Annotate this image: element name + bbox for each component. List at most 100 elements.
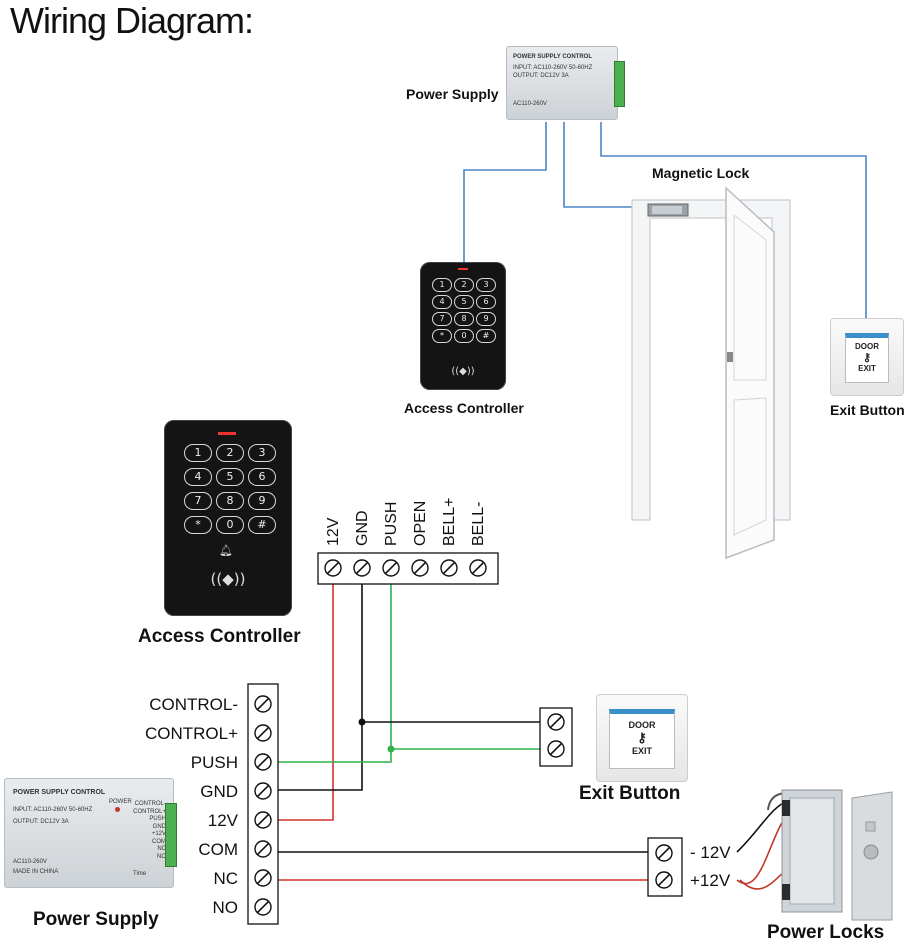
psu-output-text: OUTPUT: DC12V 3A <box>13 819 69 825</box>
psu-ac-text: AC110-260V <box>513 101 547 107</box>
psu-head-text: POWER SUPPLY CONTROL <box>13 789 106 796</box>
psu-terminal-label: NC <box>213 869 238 888</box>
door-leaf <box>725 186 775 560</box>
psu-screw-terminal <box>254 724 272 742</box>
top-keypad-key: 0 <box>454 329 474 343</box>
psu-mini-terminal-text: +12V <box>151 831 166 837</box>
top-keypad-key: * <box>432 329 452 343</box>
exit-screw-terminal <box>547 740 565 758</box>
controller-screw-terminal <box>382 559 400 577</box>
power-led <box>115 807 120 812</box>
top-keypad-key: 4 <box>432 295 452 309</box>
psu-mini-terminal-text: CONTROL+ <box>133 808 166 815</box>
top-keypad-key: 9 <box>476 312 496 326</box>
psu-screw-terminal <box>254 695 272 713</box>
top-power-supply-image: POWER SUPPLY CONTROL INPUT: AC110-260V 5… <box>506 46 625 120</box>
psu-mini-terminal-text: NC <box>157 846 166 852</box>
keypad-key: 5 <box>216 468 244 486</box>
controller-terminal-label: PUSH <box>383 501 400 546</box>
controller-screw-terminal <box>324 559 342 577</box>
top-keypad-key: 1 <box>432 278 452 292</box>
controller-terminal-label: OPEN <box>412 500 429 546</box>
exit-button-label: Exit Button <box>579 783 681 804</box>
bell-icon: 🔔︎ <box>219 545 233 557</box>
keypad-key: 7 <box>184 492 212 510</box>
psu-input-text: INPUT: AC110-260V 50-60HZ <box>13 807 93 813</box>
top-exit-button-label: Exit Button <box>830 402 905 418</box>
exit-line2-text: EXIT <box>631 746 652 756</box>
top-exit-button-image: DOOR ⚷ EXIT <box>830 318 904 396</box>
keypad-key: 9 <box>248 492 276 510</box>
controller-screw-terminal <box>469 559 487 577</box>
psu-green-terminal <box>614 61 625 107</box>
controller-terminal-label: GND <box>354 510 371 546</box>
lock-screw-terminal <box>655 844 673 862</box>
psu-screw-terminal <box>254 898 272 916</box>
top-power-supply-label: Power Supply <box>406 86 499 102</box>
top-keypad-key: # <box>476 329 496 343</box>
psu-terminal-label: GND <box>200 782 238 801</box>
psu-head-text: POWER SUPPLY CONTROL <box>513 54 593 60</box>
access-controller-label: Access Controller <box>138 626 301 647</box>
status-led <box>458 268 468 270</box>
lock-minus-12v-label: - 12V <box>690 843 731 862</box>
top-keypad-key: 6 <box>476 295 496 309</box>
keypad-key: # <box>248 516 276 534</box>
top-exit-plate: DOOR ⚷ EXIT <box>845 333 889 383</box>
psu-output-text: OUTPUT: DC12V 3A <box>513 73 569 79</box>
top-wires <box>463 122 867 318</box>
exit-plate: DOOR ⚷ EXIT <box>609 709 675 769</box>
top-keypad-key: 2 <box>454 278 474 292</box>
psu-mini-terminal-text: CONTROL- <box>134 801 166 807</box>
psu-screw-terminal <box>254 811 272 829</box>
rfid-icon: ((◆)) <box>210 570 246 588</box>
controller-screw-terminal <box>411 559 429 577</box>
controller-terminal-label: BELL+ <box>441 497 458 546</box>
power-supply-label: Power Supply <box>33 909 159 930</box>
psu-terminal-label: 12V <box>207 811 238 830</box>
psu-terminal-block <box>247 683 279 925</box>
top-keypad-key: 3 <box>476 278 496 292</box>
psu-mini-terminal-text: NO <box>157 853 166 860</box>
exit-line1-text: DOOR <box>628 720 656 730</box>
keypad-key: 3 <box>248 444 276 462</box>
psu-ac-text: AC110-260V <box>13 859 47 865</box>
lock-screw-terminal <box>655 871 673 889</box>
psu-terminal-label: CONTROL- <box>149 695 238 714</box>
power-supply-image: POWER SUPPLY CONTROL INPUT: AC110-260V 5… <box>4 778 177 888</box>
psu-screw-terminal <box>254 840 272 858</box>
top-keypad-key: 8 <box>454 312 474 326</box>
keypad-key: 0 <box>216 516 244 534</box>
page-title: Wiring Diagram: <box>10 0 254 41</box>
keypad-key: 8 <box>216 492 244 510</box>
psu-power-text: POWER <box>109 799 132 805</box>
keypad-key: 4 <box>184 468 212 486</box>
controller-screw-terminal <box>440 559 458 577</box>
exit-screw-terminal <box>547 713 565 731</box>
psu-mini-terminal-text: PUSH <box>149 816 166 822</box>
psu-made-text: MADE IN CHINA <box>13 869 59 875</box>
psu-green-terminal <box>165 803 177 867</box>
exit-line2-text: EXIT <box>858 364 876 373</box>
keypad-key: 6 <box>248 468 276 486</box>
status-led <box>218 432 236 435</box>
psu-screw-terminal <box>254 753 272 771</box>
psu-terminal-label: COM <box>198 840 238 859</box>
controller-terminal-block <box>317 552 499 585</box>
psu-terminal-label: CONTROL+ <box>144 724 238 743</box>
psu-mini-terminal-text: COM <box>152 838 166 845</box>
key-icon: ⚷ <box>862 352 872 364</box>
top-access-controller-label: Access Controller <box>404 400 524 416</box>
power-lock-image <box>767 789 893 921</box>
exit-button-image: DOOR ⚷ EXIT <box>596 694 688 782</box>
psu-mini-terminal-text: GND <box>152 823 166 830</box>
psu-terminal-label: NO <box>212 898 239 917</box>
top-keypad-key: 7 <box>432 312 452 326</box>
keypad-key: 2 <box>216 444 244 462</box>
rfid-icon: ((◆)) <box>451 366 475 377</box>
